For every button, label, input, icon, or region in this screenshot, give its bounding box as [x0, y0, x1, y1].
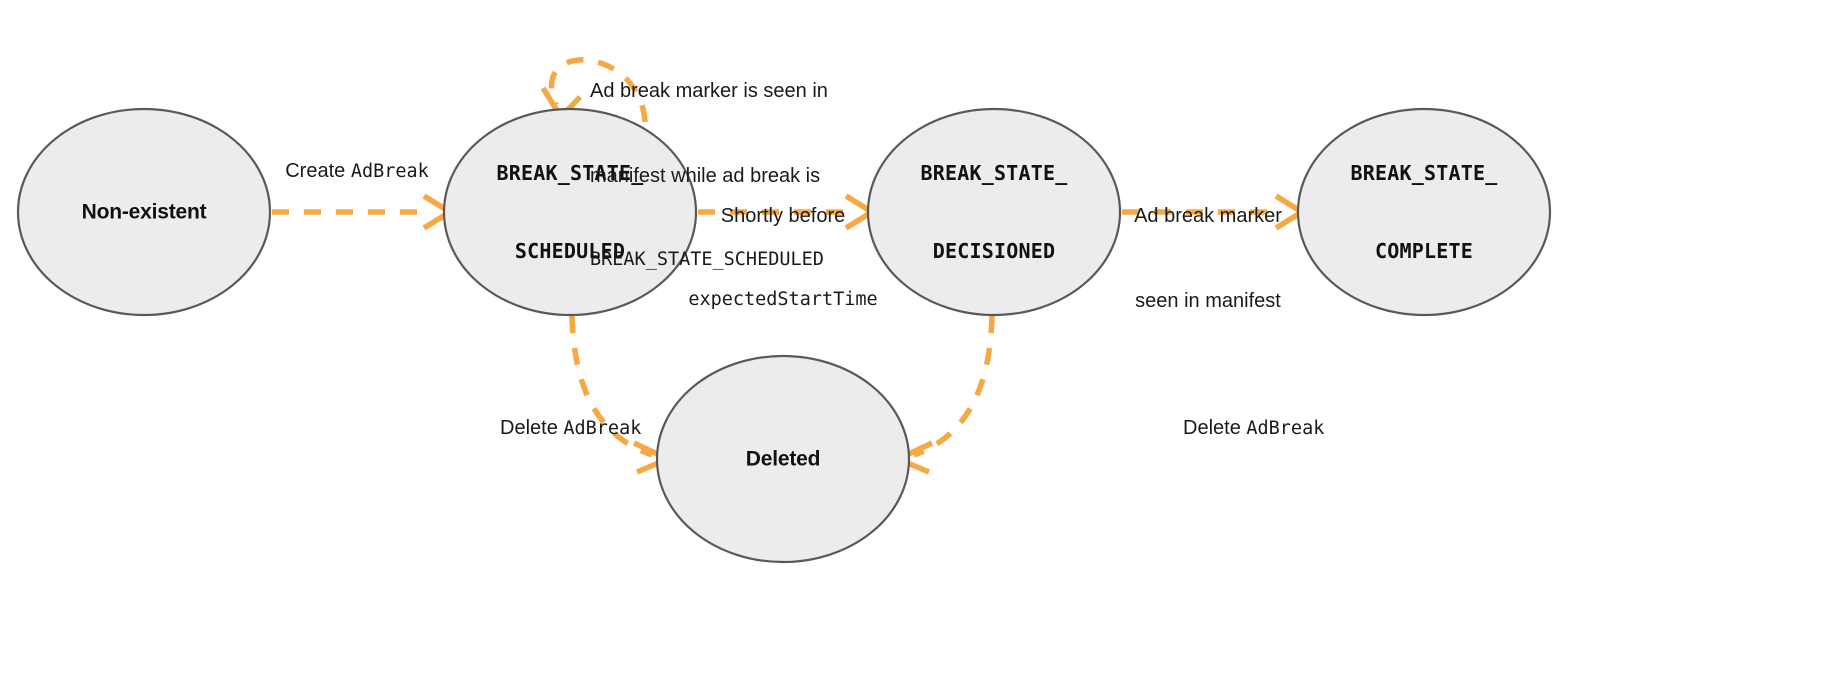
- edge-shortly-before-expected-start-time: [698, 193, 878, 231]
- node-deleted[interactable]: [655, 354, 911, 564]
- node-non-existent[interactable]: [16, 107, 272, 317]
- edge-delete-adbreak-from-decisioned: [891, 315, 995, 475]
- edge-create-adbreak: [272, 193, 456, 231]
- edge-ad-break-marker-seen-in-manifest: [1122, 193, 1308, 231]
- node-break-state-scheduled[interactable]: [442, 107, 698, 317]
- node-break-state-complete[interactable]: [1296, 107, 1552, 317]
- node-break-state-decisioned[interactable]: [866, 107, 1122, 317]
- edge-delete-adbreak-from-scheduled: [569, 315, 675, 475]
